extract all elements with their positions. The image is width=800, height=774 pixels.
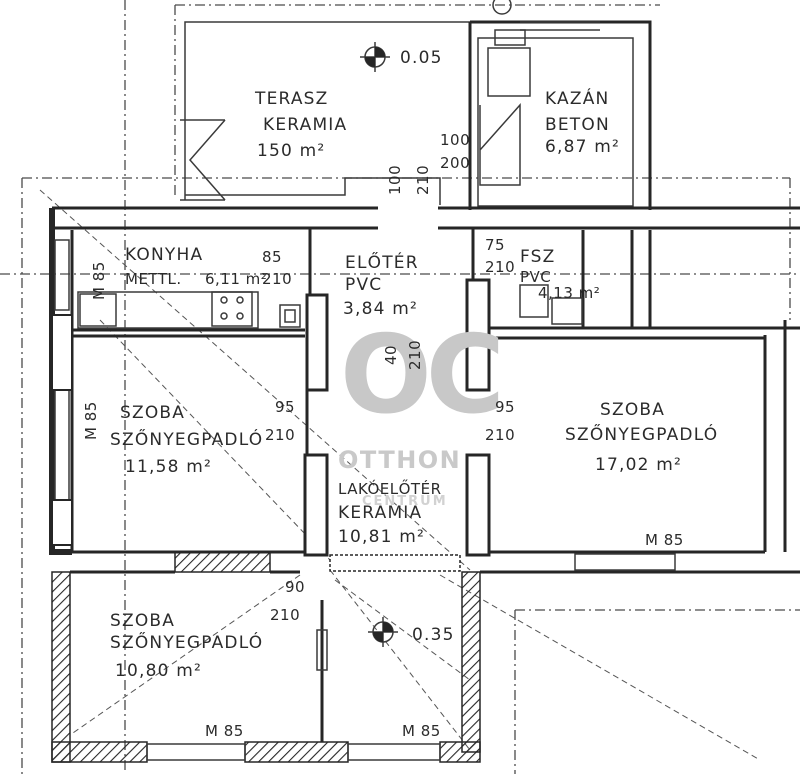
kazan-area: 6,87 m²	[545, 137, 620, 157]
dim-210-bottom: 210	[270, 606, 300, 624]
kazan-floor: BETON	[545, 115, 610, 135]
dim-95-right: 95	[495, 398, 515, 416]
dim-210-kitchen: 210	[262, 270, 292, 288]
dim-m85-bottom-center: M 85	[402, 722, 441, 740]
dimension-labels: 100 200 100 210 85 210 75 210 M 85 M 85 …	[82, 131, 684, 740]
dim-75: 75	[485, 236, 505, 254]
lako-area: 10,81 m²	[338, 527, 425, 547]
watermark-logo: OC	[340, 313, 499, 438]
interior-walls	[72, 228, 765, 557]
fsz-name: FSZ	[520, 247, 556, 267]
eloter-area: 3,84 m²	[343, 299, 418, 319]
szoba2-floor: SZŐNYEGPADLÓ	[565, 423, 718, 445]
konyha-name: KONYHA	[125, 245, 203, 265]
fsz-floor: PVC	[520, 268, 551, 286]
dim-200: 200	[440, 154, 470, 172]
watermark-line2: CENTRUM	[362, 494, 448, 509]
dim-m85-left: M 85	[90, 261, 108, 300]
szoba1-name: SZOBA	[120, 403, 185, 423]
dim-210-vertical: 210	[414, 165, 432, 195]
szoba1-area: 11,58 m²	[125, 457, 212, 477]
watermark: OC OTTHON CENTRUM	[338, 313, 505, 509]
dim-m85-right: M 85	[645, 531, 684, 549]
level-markers	[360, 42, 398, 647]
dim-85-kitchen: 85	[262, 248, 282, 266]
szoba3-floor: SZŐNYEGPADLÓ	[110, 631, 263, 653]
szoba1-floor: SZŐNYEGPADLÓ	[110, 428, 263, 450]
lako-floor: KERAMIA	[338, 503, 422, 523]
left-windows	[51, 239, 73, 546]
dim-100-vertical: 100	[386, 165, 404, 195]
eloter-floor: PVC	[345, 275, 382, 295]
dim-210-hall: 210	[406, 340, 424, 370]
dim-90: 90	[285, 578, 305, 596]
room-labels: TERASZ KERAMIA 150 m² 0.05 KAZÁN BETON 6…	[110, 48, 718, 681]
dim-210-left: 210	[265, 426, 295, 444]
terasz-floor: KERAMIA	[263, 115, 347, 135]
fsz-area: 4,13 m²	[538, 284, 600, 302]
diagonal-guides	[39, 189, 761, 761]
szoba3-name: SZOBA	[110, 611, 175, 631]
szoba2-area: 17,02 m²	[595, 455, 682, 475]
dim-210-right: 210	[485, 426, 515, 444]
konyha-area: 6,11 m²	[205, 270, 267, 288]
kazan-room-walls	[468, 0, 652, 210]
szoba3-area: 10,80 m²	[115, 661, 202, 681]
dim-100: 100	[440, 131, 470, 149]
konyha-floor: METTL.	[125, 270, 182, 288]
eloter-name: ELŐTÉR	[345, 251, 419, 273]
dim-m85-bottom-left: M 85	[205, 722, 244, 740]
lako-name: LAKÓELŐTÉR	[338, 478, 442, 498]
hatched-walls	[51, 551, 800, 763]
terasz-level: 0.05	[400, 48, 443, 68]
terasz-name: TERASZ	[254, 89, 329, 109]
hall-level: 0.35	[412, 625, 455, 645]
terasz-area: 150 m²	[257, 141, 325, 161]
dim-95-left: 95	[275, 398, 295, 416]
dim-40: 40	[382, 345, 400, 365]
kazan-name: KAZÁN	[545, 87, 609, 109]
szoba2-name: SZOBA	[600, 400, 665, 420]
dim-m85-window: M 85	[82, 401, 100, 440]
terrace-outline	[180, 21, 470, 205]
watermark-line1: OTTHON	[338, 446, 461, 474]
dim-210-fsz: 210	[485, 258, 515, 276]
kitchen-fixtures	[72, 291, 305, 332]
